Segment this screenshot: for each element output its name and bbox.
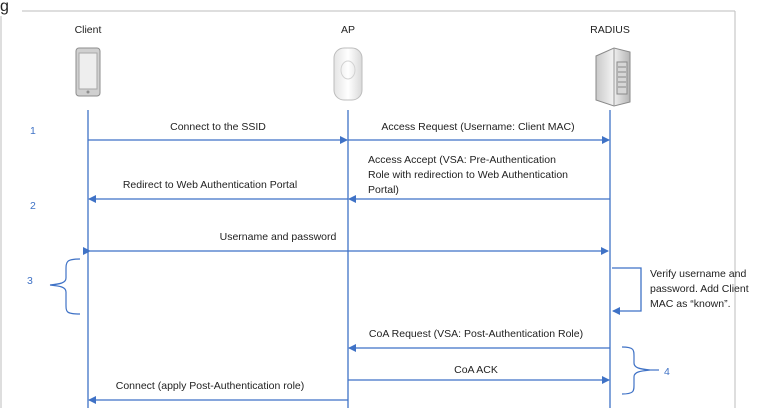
redirect-portal-label: Redirect to Web Authentication Portal	[123, 179, 297, 191]
access-point-icon	[333, 47, 363, 101]
connect-ssid-label: Connect to the SSID	[170, 121, 266, 133]
client-label: Client	[75, 24, 102, 36]
server-icon	[595, 47, 631, 107]
access-accept-label-line-2: Role with redirection to Web Authenticat…	[368, 169, 568, 181]
verify-label-line-1: Verify username and	[650, 268, 746, 280]
verify-label-line-2: password. Add Client	[650, 283, 749, 295]
step-number-2: 2	[30, 200, 36, 212]
username-password-label: Username and password	[220, 231, 337, 243]
step-number-1: 1	[30, 125, 36, 137]
coa-ack-label: CoA ACK	[454, 364, 498, 376]
tablet-icon	[75, 47, 101, 97]
ap-label: AP	[341, 24, 355, 36]
coa-request-label: CoA Request (VSA: Post-Authentication Ro…	[369, 328, 583, 340]
connect-apply-label: Connect (apply Post-Authentication role)	[116, 380, 305, 392]
radius-label: RADIUS	[590, 24, 630, 36]
access-request-label: Access Request (Username: Client MAC)	[381, 121, 574, 133]
verify-label-line-3: MAC as “known”.	[650, 298, 731, 310]
heading-fragment: g	[0, 0, 9, 15]
verify-self-arrow	[612, 267, 642, 315]
step-number-3: 3	[27, 275, 33, 287]
access-accept-label-line-1: Access Accept (VSA: Pre-Authentication	[368, 154, 556, 166]
access-accept-label-line-3: Portal)	[368, 184, 399, 196]
step-3-brace	[49, 258, 81, 315]
step-4-brace	[621, 346, 651, 395]
step-number-4: 4	[664, 366, 670, 378]
